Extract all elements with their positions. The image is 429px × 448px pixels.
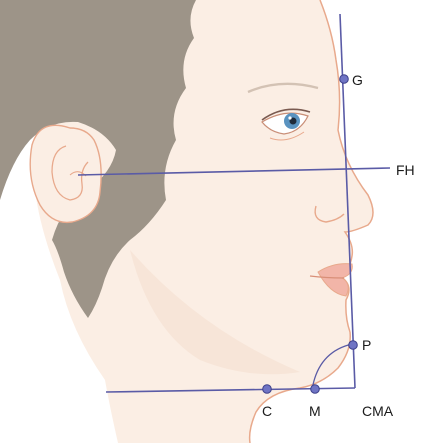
label-pogonion: P xyxy=(362,337,371,353)
label-cervical-point: C xyxy=(262,403,272,419)
label-frankfort-horizontal: FH xyxy=(396,162,415,178)
cervical-point xyxy=(263,385,272,394)
label-cervicomental-angle: CMA xyxy=(362,403,394,419)
pogonion-point xyxy=(349,341,358,350)
glabella-point xyxy=(340,75,349,84)
label-menton: M xyxy=(309,403,321,419)
label-glabella: G xyxy=(352,72,363,88)
menton-point xyxy=(311,385,320,394)
